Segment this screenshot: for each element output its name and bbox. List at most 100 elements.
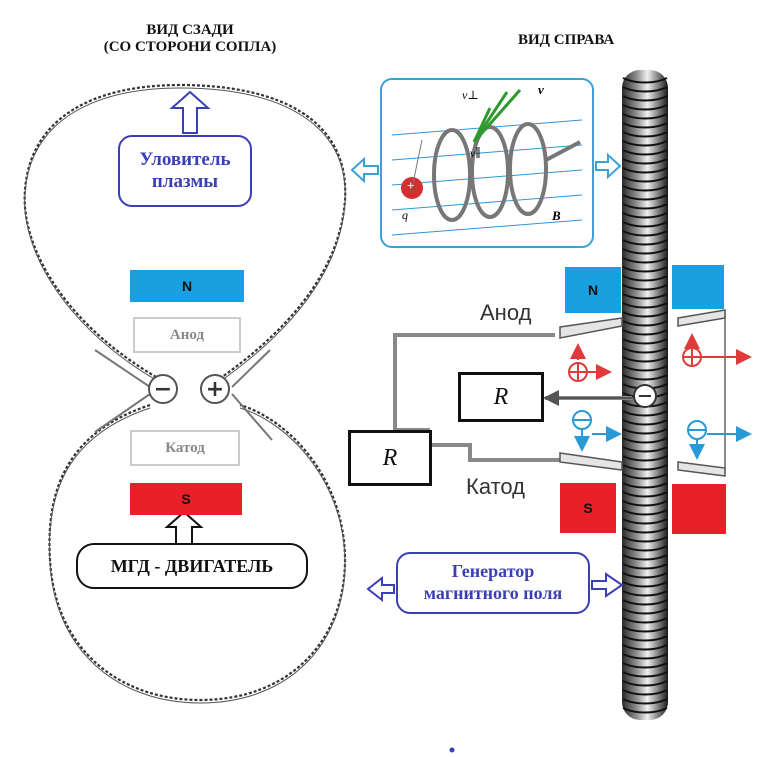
coil-turn bbox=[622, 374, 668, 381]
coil-turn bbox=[622, 599, 668, 606]
generator-left-arrow bbox=[366, 575, 395, 603]
resistor-small-label: R bbox=[493, 383, 509, 410]
right-south-label: S bbox=[583, 500, 593, 516]
right-cathode-label: Катод bbox=[466, 474, 525, 499]
coil-turn bbox=[622, 149, 668, 156]
rear-anode-plate: Анод bbox=[133, 317, 241, 353]
coil-turn bbox=[622, 275, 668, 282]
right-north-magnet-right bbox=[672, 265, 724, 309]
inset-v-perp-label: v⊥ bbox=[462, 88, 479, 102]
rear-plus-terminal: + bbox=[200, 374, 230, 404]
coil-turn bbox=[622, 419, 668, 426]
coil-turn bbox=[622, 257, 668, 264]
plasma-catcher-label: Уловитель плазмы bbox=[139, 149, 231, 192]
coil-turn bbox=[622, 320, 668, 327]
coil-turn bbox=[622, 581, 668, 588]
coil-turn bbox=[622, 176, 668, 183]
coil-turn bbox=[622, 212, 668, 219]
rear-minus-terminal: − bbox=[148, 374, 178, 404]
inset-v-label: v bbox=[538, 82, 544, 97]
catcher-up-arrow bbox=[169, 90, 211, 134]
coil-turn bbox=[622, 464, 668, 471]
rear-view-title-line1: ВИД СЗАДИ bbox=[146, 22, 234, 38]
coil-turn bbox=[622, 122, 668, 129]
coil-turn bbox=[622, 554, 668, 561]
right-south-magnet-left: S bbox=[560, 483, 616, 533]
coil-turn bbox=[622, 563, 668, 570]
rear-cathode-label: Катод bbox=[165, 439, 205, 456]
coil-turn bbox=[622, 491, 668, 498]
coil-turn bbox=[622, 347, 668, 354]
rear-north-magnet: N bbox=[130, 270, 244, 302]
field-generator-line1: Генератор bbox=[451, 561, 535, 581]
coil-turn bbox=[622, 527, 668, 534]
coil-turn bbox=[622, 536, 668, 543]
resistor-large: R bbox=[348, 430, 432, 486]
field-generator-line2: магнитного поля bbox=[423, 583, 563, 603]
stray-dot bbox=[449, 747, 455, 753]
right-north-magnet-left: N bbox=[565, 267, 621, 313]
coil-turn bbox=[622, 473, 668, 480]
coil-turn bbox=[622, 230, 668, 237]
coil-turn bbox=[622, 500, 668, 507]
coil-turn bbox=[622, 689, 668, 696]
coil-turn bbox=[622, 311, 668, 318]
rear-anode-label: Анод bbox=[169, 326, 205, 343]
inset-right-arrow bbox=[595, 152, 622, 180]
coil-turn bbox=[622, 428, 668, 435]
rear-cathode-plate: Катод bbox=[130, 430, 240, 466]
right-view-title: ВИД СПРАВА bbox=[518, 32, 615, 48]
coil-turn bbox=[622, 329, 668, 336]
coil-turn bbox=[622, 302, 668, 309]
coil-turn bbox=[622, 221, 668, 228]
coil-turn bbox=[622, 356, 668, 363]
positive-ions bbox=[568, 333, 752, 382]
inset-v-par-label: v∥ bbox=[470, 146, 481, 160]
coil-turn bbox=[622, 446, 668, 453]
coil-turn bbox=[622, 608, 668, 615]
coil-turn bbox=[622, 437, 668, 444]
coil-turn bbox=[622, 509, 668, 516]
coil-turn bbox=[622, 77, 668, 84]
coil-turn bbox=[622, 644, 668, 651]
field-generator-callout: Генератор магнитного поля bbox=[396, 552, 590, 614]
electrons bbox=[572, 410, 752, 460]
coil-turn bbox=[622, 338, 668, 345]
coil-turn bbox=[622, 545, 668, 552]
coil-turn bbox=[622, 617, 668, 624]
coil-turn bbox=[622, 194, 668, 201]
coil-turn bbox=[622, 626, 668, 633]
coil-turn bbox=[622, 482, 668, 489]
upper-coil-loop bbox=[23, 83, 347, 383]
right-anode-label: Анод bbox=[480, 300, 532, 325]
rear-view-title-line2: (СО СТОРОНИ СОПЛА) bbox=[103, 39, 277, 55]
coil-turn bbox=[622, 185, 668, 192]
rear-north-label: N bbox=[181, 278, 193, 294]
coil-turn bbox=[622, 248, 668, 255]
plasma-catcher-callout: Уловитель плазмы bbox=[118, 135, 252, 207]
coil-turn bbox=[622, 653, 668, 660]
coil-turn bbox=[622, 455, 668, 462]
coil-turn bbox=[622, 86, 668, 93]
inset-left-arrow bbox=[350, 156, 379, 184]
rear-view-title: ВИД СЗАДИ (СО СТОРОНИ СОПЛА) bbox=[70, 22, 310, 56]
generator-right-arrow bbox=[591, 572, 624, 598]
inset-field-label: B bbox=[552, 208, 561, 223]
rear-south-magnet: S bbox=[130, 483, 242, 515]
helix-inset: v⊥ v v∥ + q B bbox=[380, 78, 594, 248]
engine-label: МГД - ДВИГАТЕЛЬ bbox=[110, 555, 274, 576]
coil-turn bbox=[622, 572, 668, 579]
coil-turn bbox=[622, 131, 668, 138]
right-south-magnet-right bbox=[672, 484, 726, 534]
figure-eight-coil bbox=[23, 83, 347, 702]
helix-drawing bbox=[391, 89, 583, 236]
coil-turn bbox=[622, 113, 668, 120]
coil-turn bbox=[622, 698, 668, 705]
coil-turn bbox=[622, 158, 668, 165]
rear-south-label: S bbox=[181, 491, 191, 507]
rear-minus-sign: − bbox=[153, 376, 173, 402]
coil-turn bbox=[622, 662, 668, 669]
coil-turn bbox=[622, 104, 668, 111]
coil-turn bbox=[622, 203, 668, 210]
